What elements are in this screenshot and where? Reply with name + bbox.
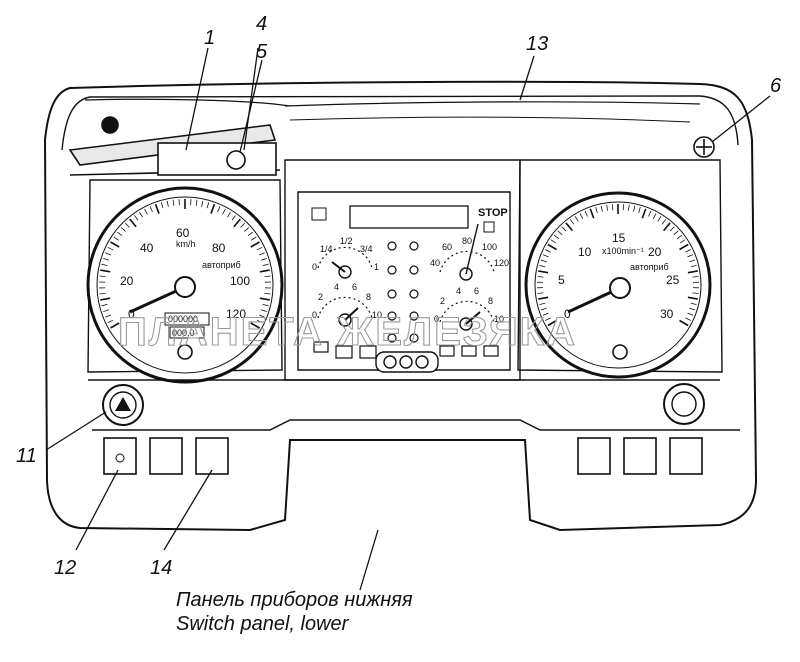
caption: Панель приборов нижняя Switch panel, low…: [176, 588, 596, 636]
tacho-tick-20: 20: [648, 245, 662, 259]
left-lever-assembly: [70, 117, 280, 175]
fuel-tick-0: 0: [312, 262, 317, 272]
tacho-brand: автоприб: [630, 262, 669, 272]
rocker-switch-r1[interactable]: [578, 438, 610, 474]
speedo-brand: автоприб: [202, 260, 241, 270]
rocker-switch-r2[interactable]: [624, 438, 656, 474]
watermark: ПЛАНЕТА ЖЕЛЕЗЯКА: [118, 310, 577, 354]
speedo-tick-40: 40: [140, 241, 154, 255]
tacho-tick-30: 30: [660, 307, 674, 321]
speedo-tick-20: 20: [120, 274, 134, 288]
display-window: [350, 206, 468, 228]
tacho-unit: x100min⁻¹: [602, 246, 644, 256]
press1-tick-6: 6: [352, 282, 357, 292]
callout-14: 14: [150, 557, 172, 579]
speedo-tick-100: 100: [230, 274, 250, 288]
knob-5: [227, 151, 245, 169]
fuel-tick-1: 1: [374, 262, 379, 272]
speedo-hub: [175, 277, 195, 297]
temp-tick-80: 80: [462, 236, 472, 246]
temperature-gauge: 40 60 80 100 120: [430, 224, 509, 280]
temp-tick-100: 100: [482, 242, 497, 252]
press2-tick-4: 4: [456, 286, 461, 296]
fuel-gauge: 0 1/4 1/2 3/4 1: [312, 236, 379, 278]
callout-1: 1: [204, 27, 215, 49]
rocker-switch-r3[interactable]: [670, 438, 702, 474]
tacho-hub: [610, 278, 630, 298]
callout-6: 6: [770, 75, 782, 97]
top-left-lamp: [312, 208, 326, 220]
screw-6: [694, 137, 714, 157]
rocker-switch-14[interactable]: [196, 438, 228, 474]
press1-tick-2: 2: [318, 292, 323, 302]
tacho-tick-5: 5: [558, 273, 565, 287]
fuel-tick-1-4: 1/4: [320, 244, 333, 254]
press1-tick-8: 8: [366, 292, 371, 302]
fuel-tick-1-2: 1/2: [340, 236, 353, 246]
stop-lamp: [484, 222, 494, 232]
bottom-indicators: [376, 352, 438, 372]
tacho-tick-10: 10: [578, 245, 592, 259]
stop-label: STOP: [478, 207, 508, 219]
lower-switch-panel: [88, 380, 740, 430]
press2-tick-2: 2: [440, 296, 445, 306]
callout-13: 13: [526, 33, 548, 55]
callout-5: 5: [256, 41, 268, 63]
tacho-adjust-knob: [613, 345, 627, 359]
callout-11: 11: [16, 445, 37, 467]
press2-tick-8: 8: [488, 296, 493, 306]
tacho-tick-15: 15: [612, 231, 626, 245]
press1-tick-4: 4: [334, 282, 339, 292]
speedo-tick-80: 80: [212, 241, 226, 255]
rocker-switch-12[interactable]: [104, 438, 136, 474]
rocker-switch-2[interactable]: [150, 438, 182, 474]
right-round-button[interactable]: [664, 384, 704, 424]
hazard-button[interactable]: [103, 385, 143, 425]
callout-4: 4: [256, 13, 267, 35]
tacho-tick-25: 25: [666, 273, 680, 287]
fuel-tick-3-4: 3/4: [360, 244, 373, 254]
temp-tick-40: 40: [430, 258, 440, 268]
press2-tick-6: 6: [474, 286, 479, 296]
temp-tick-60: 60: [442, 242, 452, 252]
callout-12: 12: [54, 557, 76, 579]
caption-line-en: Switch panel, lower: [176, 612, 596, 636]
temp-tick-120: 120: [494, 258, 509, 268]
light-icon: [116, 454, 124, 462]
speedo-unit: km/h: [176, 239, 196, 249]
speedo-tick-60: 60: [176, 226, 190, 240]
caption-line-ru: Панель приборов нижняя: [176, 588, 596, 612]
